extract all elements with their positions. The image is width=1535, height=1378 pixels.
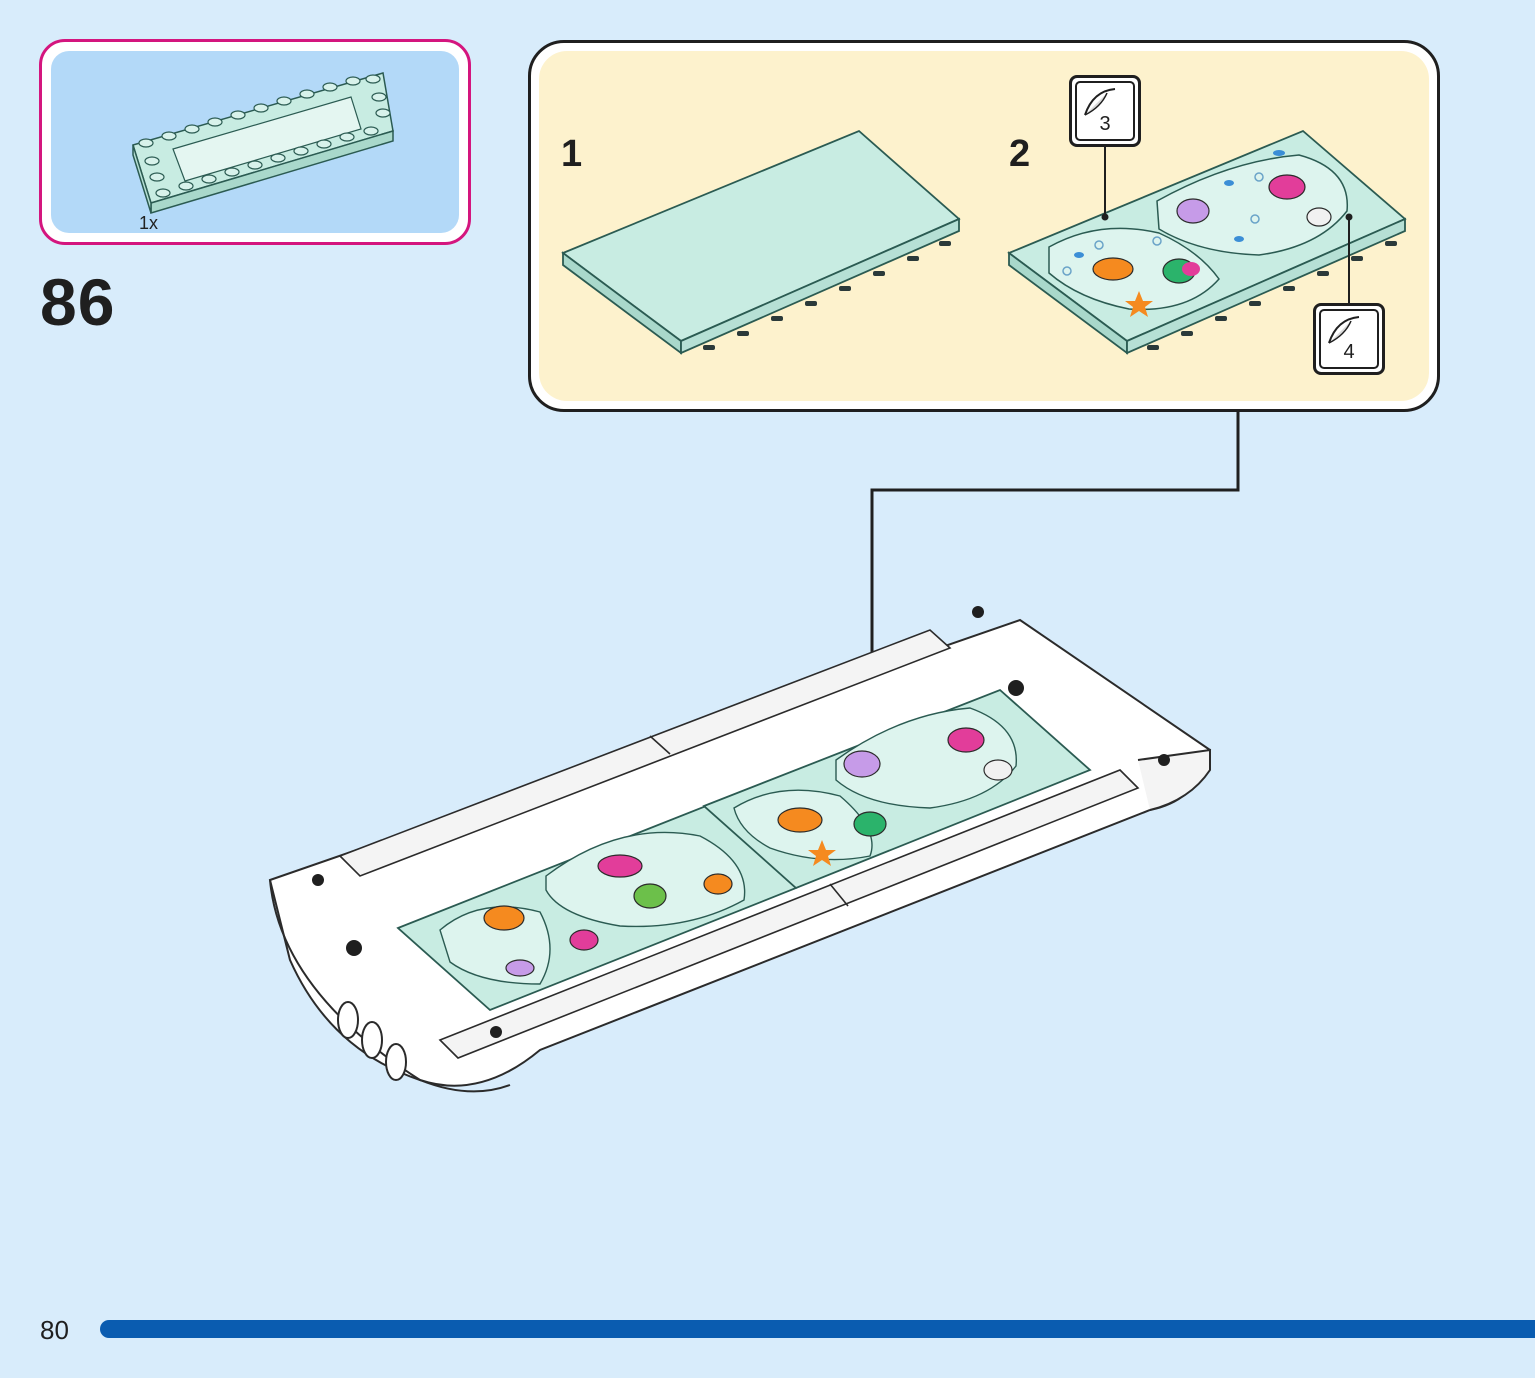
sub-step-illustrations bbox=[561, 129, 1407, 355]
plain-tile-icon bbox=[561, 129, 961, 355]
white-hull-assembly bbox=[268, 606, 1212, 1093]
sub-assembly-panel: 1 2 bbox=[539, 51, 1429, 401]
sub-step-2-number: 2 bbox=[1009, 133, 1031, 175]
connector-line bbox=[870, 412, 1240, 700]
sub-step-1-number: 1 bbox=[561, 133, 583, 175]
progress-bar bbox=[100, 1320, 1535, 1338]
inverted-plate-icon bbox=[132, 72, 394, 215]
sticker-4-number: 4 bbox=[1343, 341, 1355, 363]
parts-list-panel: 1x bbox=[51, 51, 459, 233]
sticker-4-badge: 4 bbox=[1313, 303, 1385, 375]
sub-assembly-callout: 1 2 bbox=[528, 40, 1440, 412]
sticker-peel-icon bbox=[1328, 316, 1360, 344]
sticker-3-number: 3 bbox=[1099, 113, 1111, 135]
sticker-3-badge: 3 bbox=[1069, 75, 1141, 147]
decorated-tile-icon bbox=[1007, 129, 1407, 355]
parts-list-box: 1x bbox=[39, 39, 471, 245]
part-quantity: 1x bbox=[139, 213, 159, 233]
sticker-peel-icon bbox=[1084, 88, 1116, 116]
page-number: 80 bbox=[40, 1315, 69, 1345]
step-number: 86 bbox=[40, 265, 116, 339]
